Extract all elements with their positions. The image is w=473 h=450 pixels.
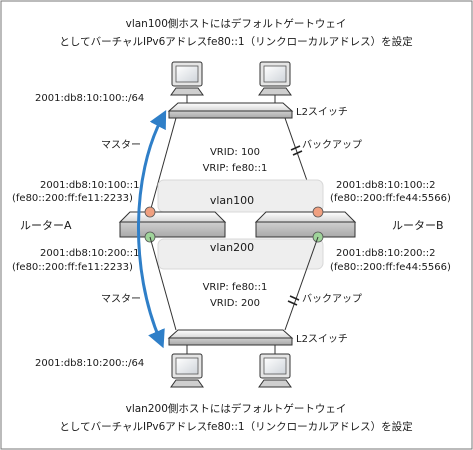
vrip-top: VRIP: fe80::1 [203, 163, 268, 174]
router-b-vlan100-port-icon [312, 206, 324, 218]
host-top-right-icon [258, 61, 292, 96]
router-a-vlan100-ll: (fe80::200:ff:fe11:2233) [12, 193, 133, 204]
host-top-left-icon [170, 61, 204, 96]
vrip-bottom: VRIP: fe80::1 [203, 282, 268, 293]
vlan100-label: vlan100 [210, 194, 254, 207]
router-a-name: ルーターA [20, 219, 72, 232]
backup-label-bottom: バックアップ [302, 293, 362, 305]
switch-bottom-label: L2スイッチ [296, 333, 348, 345]
network-top-prefix: 2001:db8:10:100::/64 [35, 93, 144, 104]
master-label-bottom: マスター [101, 293, 141, 305]
link-router-b-switch-bottom [284, 236, 319, 331]
router-b-vlan100-ll: (fe80::200:ff:fe44:5566) [330, 193, 451, 204]
router-b-vlan100-addr: 2001:db8:10:100::2 [336, 180, 436, 191]
router-a-vlan200-addr: 2001:db8:10:200::1 [40, 248, 140, 259]
blocked-marker-top-icon [290, 145, 303, 156]
master-label-top: マスター [101, 139, 141, 151]
master-arrow-icon [137, 110, 167, 349]
host-bottom-left-icon [170, 353, 204, 388]
l2-switch-bottom-icon [167, 329, 294, 346]
router-a-vlan100-addr: 2001:db8:10:100::1 [40, 180, 140, 191]
switch-top-label: L2スイッチ [296, 106, 348, 118]
backup-label-top: バックアップ [302, 139, 362, 151]
router-a-vlan200-ll: (fe80::200:ff:fe11:2233) [12, 262, 133, 273]
router-b-vlan200-addr: 2001:db8:10:200::2 [336, 248, 436, 259]
caption-top-line2: としてバーチャルIPv6アドレスfe80::1（リンクローカルアドレス）を設定 [59, 35, 413, 48]
vlan200-label: vlan200 [210, 241, 254, 254]
host-bottom-right-icon [258, 353, 292, 388]
router-b-icon [254, 211, 357, 238]
caption-bottom-line1: vlan200側ホストにはデフォルトゲートウェイ [126, 402, 347, 415]
router-a-icon [118, 211, 227, 238]
network-bottom-prefix: 2001:db8:10:200::/64 [35, 358, 144, 369]
blocked-marker-bottom-icon [287, 295, 300, 306]
vrid-top: VRID: 100 [210, 147, 260, 158]
router-a-vlan100-port-icon [144, 206, 156, 218]
l2-switch-top-icon [167, 102, 294, 119]
caption-bottom-line2: としてバーチャルIPv6アドレスfe80::1（リンクローカルアドレス）を設定 [59, 420, 413, 433]
caption-top-line1: vlan100側ホストにはデフォルトゲートウェイ [126, 17, 347, 30]
vrid-bottom: VRID: 200 [210, 298, 260, 309]
router-b-name: ルーターB [392, 219, 444, 232]
router-b-vlan200-ll: (fe80::200:ff:fe44:5566) [330, 262, 451, 273]
